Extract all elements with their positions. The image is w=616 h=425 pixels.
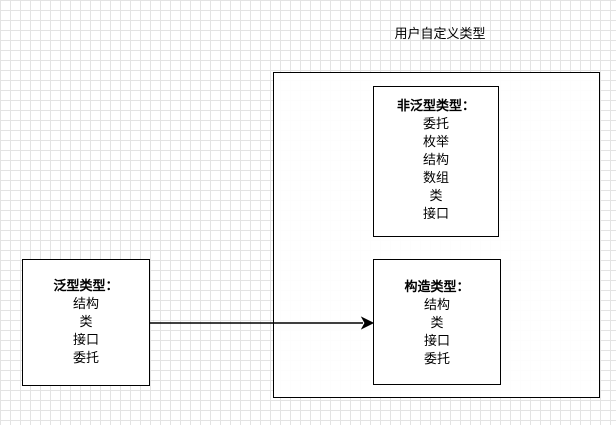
constructed-item: 结构 <box>423 298 450 313</box>
constructed-types-node[interactable]: 构造类型： 结构 类 接口 委托 <box>373 259 501 385</box>
generic-item: 类 <box>79 315 93 330</box>
non-generic-item: 结构 <box>422 153 449 168</box>
non-generic-item: 委托 <box>422 117 449 132</box>
generic-item: 接口 <box>72 333 99 348</box>
constructed-item: 委托 <box>423 352 450 367</box>
generic-item: 委托 <box>72 351 99 366</box>
non-generic-item: 类 <box>429 189 443 204</box>
non-generic-item: 枚举 <box>422 135 449 150</box>
non-generic-types-node[interactable]: 非泛型类型： 委托 枚举 结构 数组 类 接口 <box>373 86 499 237</box>
generic-item: 结构 <box>72 297 99 312</box>
constructed-item: 类 <box>430 316 444 331</box>
non-generic-item: 接口 <box>422 207 449 222</box>
non-generic-types-title: 非泛型类型： <box>396 99 475 114</box>
constructed-item: 接口 <box>423 334 450 349</box>
non-generic-item: 数组 <box>422 171 449 186</box>
constructed-types-title: 构造类型： <box>404 280 470 295</box>
container-title: 用户自定义类型 <box>394 27 486 42</box>
generic-types-node[interactable]: 泛型类型： 结构 类 接口 委托 <box>22 259 150 386</box>
generic-types-title: 泛型类型： <box>53 279 119 294</box>
